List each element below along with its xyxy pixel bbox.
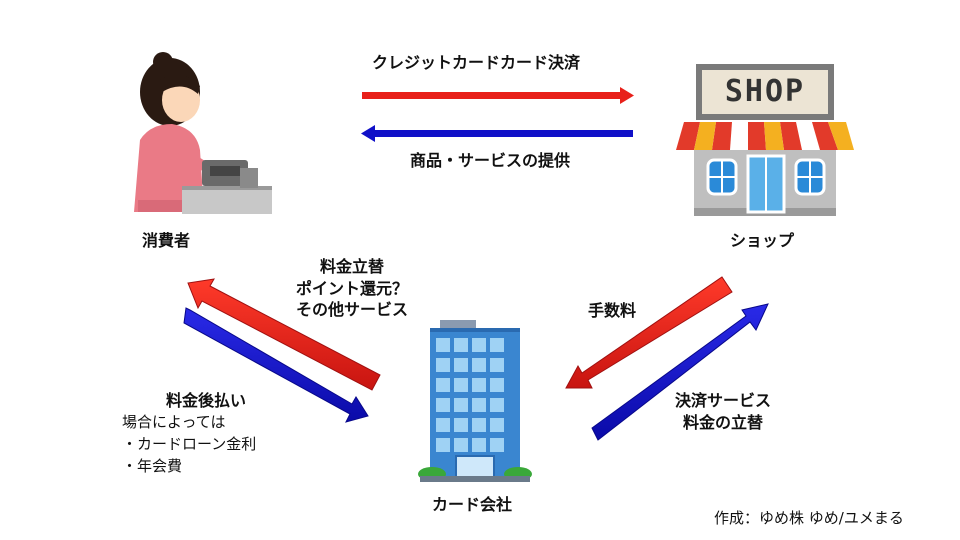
flow-card-to-consumer-line-1: 料金立替 bbox=[319, 257, 384, 276]
arrow-consumer-to-card bbox=[183, 307, 369, 423]
flow-shop-to-card-label: 手数料 bbox=[588, 301, 637, 320]
flow-card-to-consumer-label: 料金立替 ポイント還元？ その他サービス bbox=[262, 256, 442, 321]
note-line-3: ・年会費 bbox=[122, 456, 183, 475]
flow-card-to-shop-line-2: 料金の立替 bbox=[682, 412, 763, 432]
flow-card-to-consumer-line-3: その他サービス bbox=[295, 300, 408, 320]
flow-consumer-to-card-label: 料金後払い bbox=[166, 391, 247, 410]
card-company-label: カード会社 bbox=[432, 495, 513, 514]
flow-consumer-to-shop-label: クレジットカードカード決済 bbox=[372, 53, 581, 72]
credit-text: 作成：ゆめ株 ゆめ/ユメまる bbox=[714, 509, 904, 527]
flow-card-to-shop-label: 決済サービス 料金の立替 bbox=[648, 390, 798, 433]
arrow-shop-to-consumer bbox=[361, 125, 633, 142]
shop-sign: SHOP bbox=[724, 74, 806, 109]
arrow-card-to-shop bbox=[591, 303, 769, 441]
flow-shop-to-consumer-label: 商品・サービスの提供 bbox=[410, 151, 571, 170]
note-line-1: 場合によっては bbox=[122, 413, 226, 431]
flow-consumer-to-card-note: 場合によっては ・カードローン金利 ・年会費 bbox=[122, 412, 256, 477]
arrow-consumer-to-shop bbox=[362, 87, 634, 104]
shop-label: ショップ bbox=[730, 231, 795, 250]
consumer-label: 消費者 bbox=[142, 231, 191, 250]
flow-card-to-consumer-line-2: ポイント還元？ bbox=[295, 278, 408, 298]
flow-card-to-shop-line-1: 決済サービス bbox=[674, 391, 771, 410]
note-line-2: ・カードローン金利 bbox=[122, 434, 257, 453]
arrow-shop-to-card bbox=[565, 276, 733, 389]
arrow-card-to-consumer bbox=[187, 278, 381, 391]
